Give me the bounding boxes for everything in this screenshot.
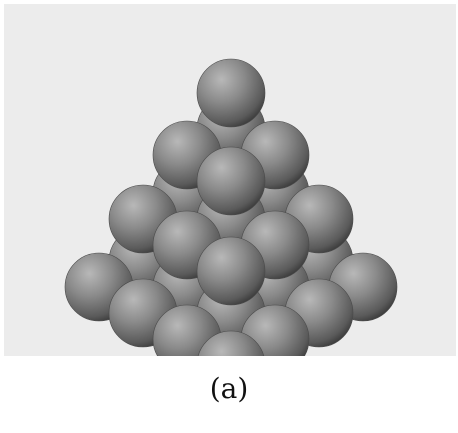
- sphere-group: [64, 58, 398, 356]
- sphere: [196, 236, 266, 306]
- sphere-pyramid-photo: [4, 4, 456, 356]
- sphere: [197, 330, 265, 356]
- figure-caption: (a): [209, 372, 249, 405]
- sphere: [196, 146, 266, 216]
- sphere: [196, 58, 266, 128]
